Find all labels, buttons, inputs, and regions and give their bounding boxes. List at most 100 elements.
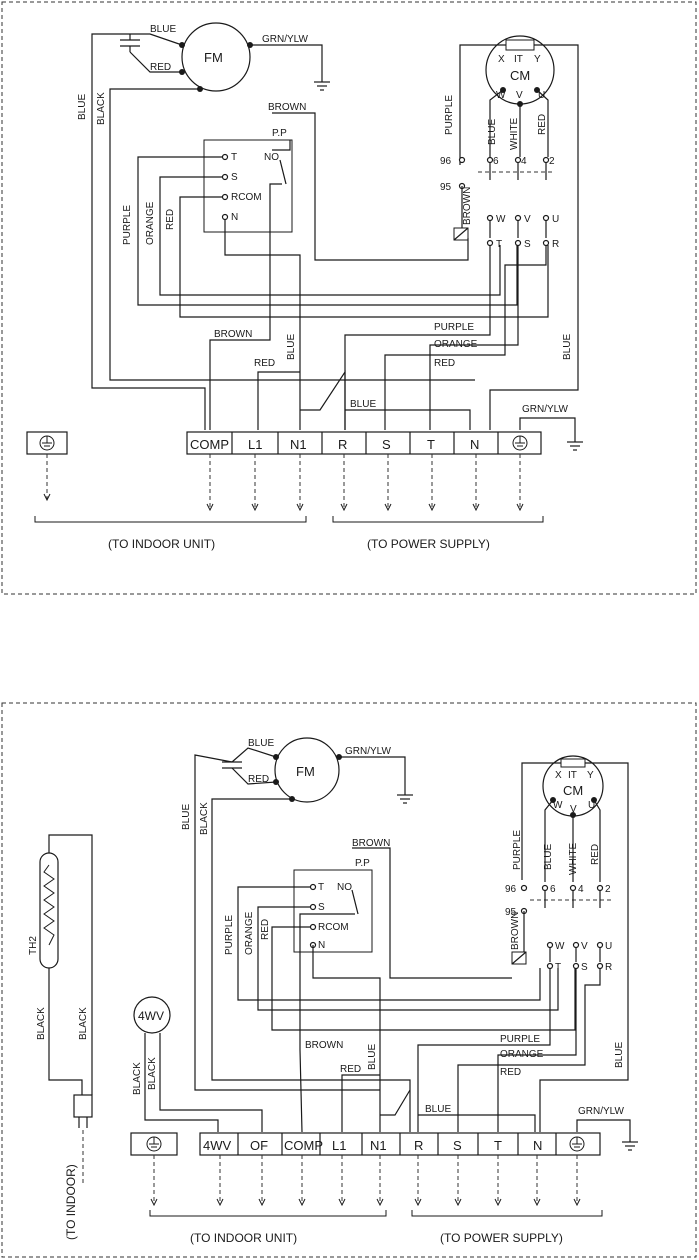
svg-text:ORANGE: ORANGE <box>500 1049 544 1060</box>
diagram2-thermistor-th2: TH2 <box>28 852 59 969</box>
svg-text:RED: RED <box>434 358 455 369</box>
svg-text:PURPLE: PURPLE <box>434 322 474 333</box>
svg-text:95: 95 <box>505 907 517 918</box>
svg-text:BLACK: BLACK <box>147 1057 158 1090</box>
svg-text:PURPLE: PURPLE <box>122 205 133 245</box>
svg-text:2: 2 <box>605 884 611 895</box>
svg-text:4: 4 <box>578 884 584 895</box>
svg-text:T: T <box>318 882 324 893</box>
svg-text:BLACK: BLACK <box>96 92 107 125</box>
svg-text:TH2: TH2 <box>28 936 39 955</box>
diagram2-four-way-valve: 4WV <box>133 996 171 1034</box>
svg-text:S: S <box>581 962 588 973</box>
svg-text:U: U <box>552 214 559 225</box>
svg-text:OF: OF <box>250 1138 268 1153</box>
svg-text:BLACK: BLACK <box>132 1062 143 1095</box>
svg-text:W: W <box>496 90 506 101</box>
svg-text:RED: RED <box>150 62 171 73</box>
svg-text:L1: L1 <box>248 437 262 452</box>
svg-text:W: W <box>555 941 565 952</box>
svg-text:CM: CM <box>563 783 583 798</box>
svg-text:ORANGE: ORANGE <box>244 911 255 955</box>
svg-text:2: 2 <box>549 156 555 167</box>
svg-text:WHITE: WHITE <box>568 842 579 875</box>
svg-text:W: W <box>553 800 563 811</box>
svg-text:Y: Y <box>534 54 541 65</box>
svg-text:R: R <box>552 239 559 250</box>
svg-text:S: S <box>231 172 238 183</box>
svg-text:COMP: COMP <box>284 1138 323 1153</box>
svg-text:RCOM: RCOM <box>231 192 262 203</box>
svg-text:BROWN: BROWN <box>305 1040 343 1051</box>
svg-text:R: R <box>338 437 347 452</box>
svg-text:W: W <box>496 214 506 225</box>
svg-text:4WV: 4WV <box>138 1009 164 1023</box>
svg-text:V: V <box>581 941 588 952</box>
svg-text:ORANGE: ORANGE <box>145 201 156 245</box>
svg-text:Y: Y <box>587 770 594 781</box>
svg-text:BROWN: BROWN <box>268 102 306 113</box>
svg-text:NO: NO <box>337 882 352 893</box>
svg-text:WHITE: WHITE <box>509 117 520 150</box>
svg-text:U: U <box>605 941 612 952</box>
svg-text:4WV: 4WV <box>203 1138 232 1153</box>
diagram2-to-power-label: (TO POWER SUPPLY) <box>440 1231 563 1245</box>
svg-text:4: 4 <box>521 156 527 167</box>
svg-text:GRN/YLW: GRN/YLW <box>522 404 568 415</box>
svg-text:N1: N1 <box>290 437 307 452</box>
svg-text:N: N <box>318 940 325 951</box>
svg-text:GRN/YLW: GRN/YLW <box>262 34 308 45</box>
svg-text:CM: CM <box>510 68 530 83</box>
svg-text:BLUE: BLUE <box>181 804 192 830</box>
diagram2-terminal-block: 4WV OF COMP L1 N1 R S T N <box>130 1132 601 1156</box>
svg-text:RED: RED <box>254 358 275 369</box>
svg-text:N: N <box>533 1138 542 1153</box>
svg-text:6: 6 <box>493 156 499 167</box>
svg-text:GRN/YLW: GRN/YLW <box>345 746 391 757</box>
svg-text:BROWN: BROWN <box>214 329 252 340</box>
svg-text:96: 96 <box>440 156 452 167</box>
diagram1-fan-motor: FM <box>179 22 253 92</box>
svg-text:V: V <box>570 804 577 815</box>
diagram1-to-power-label: (TO POWER SUPPLY) <box>367 537 490 551</box>
svg-text:96: 96 <box>505 884 517 895</box>
svg-text:95: 95 <box>440 182 452 193</box>
diagram2-arrows <box>150 1155 581 1207</box>
svg-text:V: V <box>524 214 531 225</box>
diagram1-frame <box>1 1 697 595</box>
svg-text:U: U <box>538 90 545 101</box>
svg-text:BLUE: BLUE <box>350 399 376 410</box>
diagram1-arrows <box>206 454 524 512</box>
diagram1-terminal-block: COMP L1 N1 R S T N <box>186 431 542 455</box>
thermistor-connector <box>73 1094 93 1118</box>
svg-text:T: T <box>496 239 502 250</box>
svg-text:GRN/YLW: GRN/YLW <box>578 1106 624 1117</box>
svg-text:RED: RED <box>260 919 271 940</box>
diagram1-pressure-switch: P.P T S RCOM N NO <box>203 128 293 233</box>
svg-text:COMP: COMP <box>190 437 229 452</box>
svg-text:BROWN: BROWN <box>462 187 473 225</box>
svg-text:ORANGE: ORANGE <box>434 339 478 350</box>
svg-text:BLUE: BLUE <box>367 1044 378 1070</box>
svg-text:BLUE: BLUE <box>614 1042 625 1068</box>
svg-text:IT: IT <box>568 770 577 781</box>
svg-text:S: S <box>318 902 325 913</box>
svg-text:BLUE: BLUE <box>487 119 498 145</box>
svg-text:P.P: P.P <box>355 858 370 869</box>
svg-text:RED: RED <box>340 1064 361 1075</box>
svg-text:RED: RED <box>537 114 548 135</box>
svg-text:L1: L1 <box>332 1138 346 1153</box>
svg-text:PURPLE: PURPLE <box>444 95 455 135</box>
svg-text:BLUE: BLUE <box>562 334 573 360</box>
svg-text:R: R <box>605 962 612 973</box>
diagram1-ground-terminal-left <box>26 431 68 455</box>
svg-text:T: T <box>231 152 237 163</box>
diagram2-to-indoor-label: (TO INDOOR UNIT) <box>190 1231 297 1245</box>
svg-text:BLUE: BLUE <box>150 24 176 35</box>
svg-text:T: T <box>494 1138 502 1153</box>
svg-text:BLUE: BLUE <box>543 844 554 870</box>
svg-text:RCOM: RCOM <box>318 922 349 933</box>
diagram1-to-indoor-label: (TO INDOOR UNIT) <box>108 537 215 551</box>
svg-text:BLUE: BLUE <box>425 1104 451 1115</box>
